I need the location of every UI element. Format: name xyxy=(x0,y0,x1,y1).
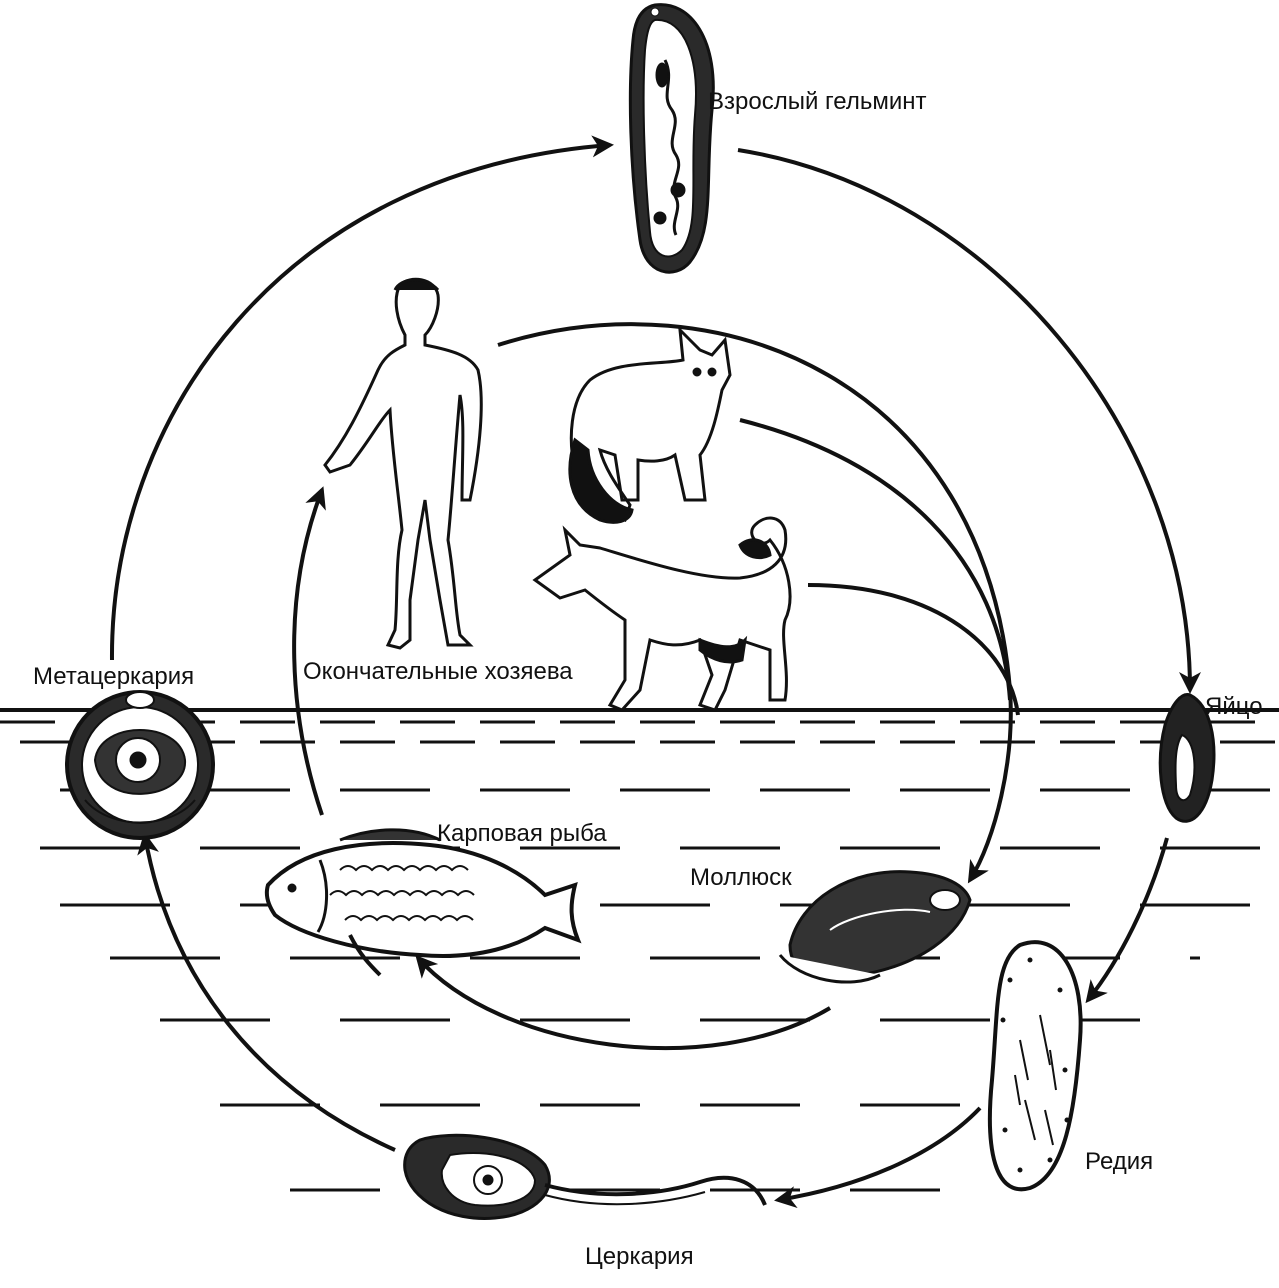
label-cercaria: Церкария xyxy=(585,1245,694,1269)
label-carp-fish: Карповая рыба xyxy=(437,822,607,846)
dog-illustration xyxy=(535,518,790,710)
metacercaria-illustration xyxy=(67,692,213,838)
label-redia: Редия xyxy=(1085,1150,1153,1174)
label-egg: Яйцо xyxy=(1205,695,1263,719)
label-definitive-hosts: Окончательные хозяева xyxy=(303,660,573,684)
redia-illustration xyxy=(990,942,1081,1189)
carp-fish-illustration xyxy=(267,830,578,975)
cercaria-illustration xyxy=(405,1135,765,1218)
label-adult-helminth: Взрослый гельминт xyxy=(708,90,926,114)
mollusk-illustration xyxy=(780,872,970,982)
adult-helminth-illustration xyxy=(630,5,713,273)
label-mollusk: Моллюск xyxy=(690,866,792,890)
label-metacercaria: Метацеркария xyxy=(33,665,194,689)
human-illustration xyxy=(325,279,481,648)
cat-illustration xyxy=(570,330,730,522)
